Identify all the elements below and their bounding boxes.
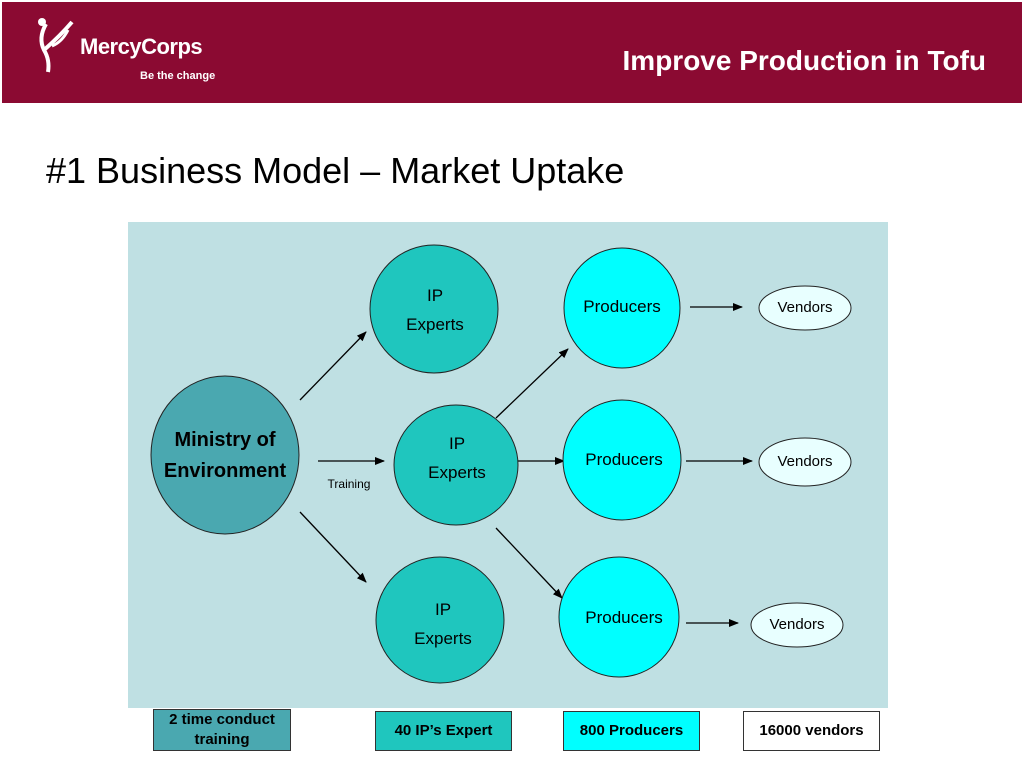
vendor-node-1: [758, 285, 852, 331]
vendor-label-2: Vendors: [777, 453, 833, 470]
header-bar: MercyCorps Be the change Improve Product…: [2, 2, 1022, 103]
header-title: Improve Production in Tofu: [622, 45, 986, 76]
producer-node-2: [562, 399, 682, 521]
training-label: Training: [327, 477, 371, 491]
expert-node-1: [369, 244, 499, 374]
vendor-label-3: Vendors: [769, 616, 825, 633]
summary-box-training: 2 time conduct training: [153, 709, 291, 751]
arrow-ministry-to-expert-1: [299, 331, 367, 401]
arrow-expert-to-producer-1: [495, 348, 569, 419]
producer-label-3: Producers: [585, 608, 663, 627]
arrow-ministry-to-expert-3: [299, 511, 367, 583]
producer-node-1: [563, 247, 681, 369]
arrow-expert-to-producer-3: [495, 527, 563, 599]
brand-tagline: Be the change: [140, 70, 216, 82]
producer-node-3: [558, 556, 680, 678]
expert-node-3: [375, 556, 505, 684]
expert-label-3: IP Experts: [414, 600, 472, 648]
producer-label-2: Producers: [585, 450, 663, 469]
expert-node-2: [393, 404, 519, 526]
summary-box-vendors: 16000 vendors: [743, 711, 880, 751]
mercycorps-logo: MercyCorps Be the change: [32, 14, 232, 94]
brand-name: MercyCorps: [80, 34, 203, 59]
ministry-node: [150, 375, 300, 535]
ministry-label: Ministry of Environment: [163, 429, 287, 482]
summary-box-producers: 800 Producers: [563, 711, 700, 751]
expert-label-1: IP Experts: [406, 286, 464, 334]
producer-label-1: Producers: [583, 297, 661, 316]
slide-title: #1 Business Model – Market Uptake: [46, 150, 625, 191]
expert-label-2: IP Experts: [428, 434, 486, 482]
logo-figure-icon: [38, 18, 74, 73]
vendor-node-2: [758, 437, 852, 487]
vendor-label-1: Vendors: [777, 299, 833, 316]
summary-box-experts: 40 IP’s Expert: [375, 711, 512, 751]
vendor-node-3: [750, 602, 844, 648]
